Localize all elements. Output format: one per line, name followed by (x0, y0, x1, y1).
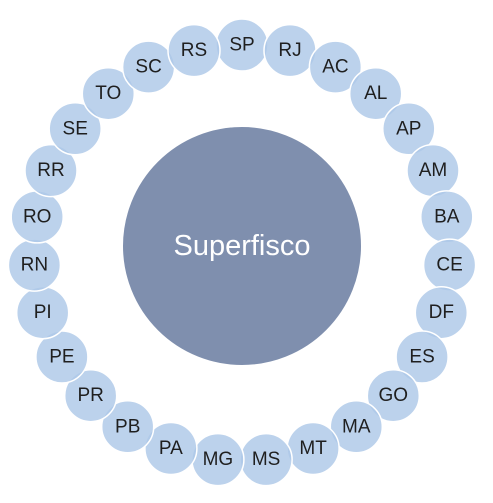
state-node-label: RR (37, 160, 64, 181)
state-node-ro: RO (10, 190, 64, 244)
state-node-label: PR (77, 385, 103, 406)
state-node-label: CE (436, 255, 462, 276)
state-node-mg: MG (191, 432, 245, 487)
state-node-label: BA (434, 206, 460, 227)
state-node-label: DF (429, 302, 454, 323)
state-node-label: PB (115, 416, 140, 437)
state-node-rr: RR (24, 143, 78, 198)
state-node-label: SE (63, 118, 88, 139)
state-node-label: RJ (278, 40, 301, 61)
state-node-circle (382, 102, 436, 156)
state-node-label: RS (181, 40, 207, 61)
state-node-rs: RS (167, 23, 221, 78)
state-node-circle (63, 368, 118, 423)
state-node-circle (167, 23, 221, 78)
state-node-ce: CE (422, 238, 477, 292)
state-node-al: AL (348, 66, 403, 121)
center-node: Superfisco (121, 125, 363, 367)
state-node-label: MT (299, 438, 327, 459)
state-node-ms: MS (239, 432, 293, 487)
state-node-circle (329, 400, 384, 454)
state-node-to: TO (81, 66, 136, 121)
state-node-go: GO (366, 368, 421, 423)
state-node-circle (348, 66, 403, 121)
state-node-ap: AP (382, 102, 436, 156)
state-node-pr: PR (63, 368, 118, 423)
state-node-sp: SP (215, 18, 269, 72)
state-node-mt: MT (286, 421, 340, 476)
state-node-pi: PI (15, 285, 70, 340)
state-node-label: RN (21, 255, 48, 276)
state-node-label: TO (95, 83, 121, 104)
center-label: Superfisco (173, 230, 310, 262)
state-node-circle (48, 102, 102, 156)
state-node-label: SC (135, 57, 161, 78)
state-node-se: SE (48, 102, 102, 156)
state-node-label: AP (396, 118, 421, 139)
state-node-ac: AC (308, 40, 363, 94)
state-node-label: RO (23, 206, 52, 227)
center-circle (121, 125, 363, 367)
state-node-circle (100, 400, 155, 454)
state-node-ma: MA (329, 400, 384, 454)
state-node-pb: PB (100, 400, 155, 454)
state-node-label: MG (203, 449, 234, 470)
state-node-label: MA (342, 416, 371, 437)
state-node-df: DF (414, 285, 469, 340)
state-node-circle (24, 143, 78, 198)
state-node-label: AC (322, 57, 348, 78)
state-node-circle (395, 330, 449, 384)
state-node-es: ES (395, 330, 449, 384)
state-node-circle (366, 368, 421, 423)
state-node-sc: SC (121, 40, 176, 94)
state-node-label: MS (252, 449, 281, 470)
state-node-circle (308, 40, 363, 94)
state-node-pa: PA (144, 421, 198, 476)
state-node-label: GO (379, 385, 409, 406)
state-node-ba: BA (420, 190, 474, 244)
state-node-rn: RN (7, 238, 62, 292)
state-node-label: PI (34, 302, 52, 323)
state-node-label: SP (229, 35, 254, 56)
state-node-label: AL (364, 83, 387, 104)
state-node-label: PE (49, 347, 74, 368)
state-node-rj: RJ (263, 23, 317, 78)
state-node-circle (144, 421, 198, 476)
state-node-label: AM (419, 160, 448, 181)
state-node-am: AM (406, 143, 460, 198)
state-node-circle (81, 66, 136, 121)
state-node-label: PA (159, 438, 183, 459)
state-node-label: ES (409, 347, 434, 368)
